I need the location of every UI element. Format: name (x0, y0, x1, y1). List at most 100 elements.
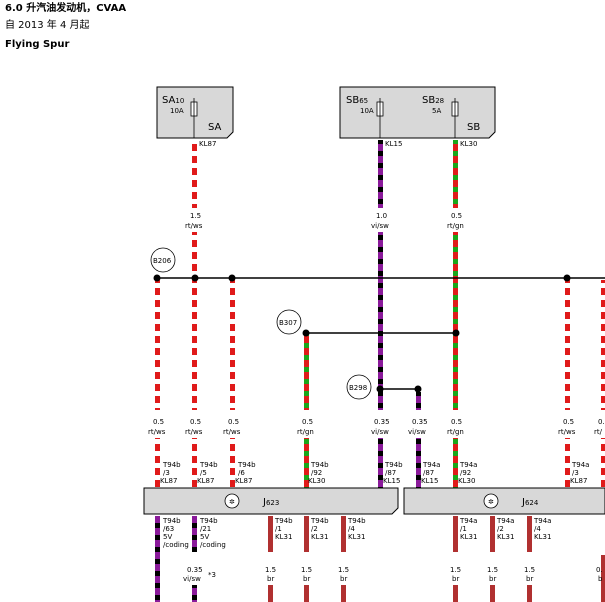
svg-text:/92: /92 (460, 469, 471, 477)
svg-text:br: br (267, 575, 274, 583)
svg-text:/3: /3 (163, 469, 170, 477)
svg-text:/5: /5 (200, 469, 207, 477)
svg-text:0.5: 0.5 (563, 418, 574, 426)
svg-text:KL30: KL30 (308, 477, 325, 485)
svg-text:/6: /6 (238, 469, 245, 477)
wire-mid-5 (378, 392, 383, 410)
ecu-j623: ✲ J623 (143, 487, 399, 515)
svg-text:0.5: 0.5 (451, 418, 462, 426)
wire-bottom-2 (192, 516, 197, 552)
fuse-box-sa: SA10 10A SA KL87 (156, 86, 234, 148)
svg-text:/2: /2 (497, 525, 504, 533)
svg-text:KL87: KL87 (160, 477, 177, 485)
wire-sa-out (192, 140, 197, 208)
fuse-sa10-label: SA10 (162, 95, 184, 106)
sb65-terminal-label: KL15 (385, 140, 402, 148)
svg-text:br: br (489, 575, 496, 583)
svg-text:T94a: T94a (459, 461, 477, 469)
svg-text:1.5: 1.5 (450, 566, 461, 574)
svg-text:T94b: T94b (274, 517, 293, 525)
upper-wire-1-color: rt/ws (185, 222, 203, 230)
mid-wire-labels: 0.5rt/ws 0.5rt/ws 0.5rt/ws 0.5rt/gn 0.35… (148, 418, 605, 436)
upper-wire-1-size: 1.5 (190, 212, 201, 220)
svg-text:/2: /2 (311, 525, 318, 533)
svg-text:br: br (340, 575, 347, 583)
svg-text:KL30: KL30 (458, 477, 475, 485)
fuse-box-sb-label: SB (467, 122, 480, 133)
wire-bottom-3 (268, 516, 273, 552)
svg-text:B298: B298 (349, 384, 367, 392)
fuse-sb65-amp: 10A (360, 107, 374, 115)
fuse-sb65-label: SB65 (346, 95, 368, 106)
svg-text:T94a: T94a (459, 517, 477, 525)
svg-text:B206: B206 (153, 257, 172, 265)
svg-text:1.5: 1.5 (265, 566, 276, 574)
svg-text:/92: /92 (311, 469, 322, 477)
svg-text:KL31: KL31 (311, 533, 328, 541)
svg-text:/coding: /coding (163, 541, 189, 549)
svg-text:/21: /21 (200, 525, 211, 533)
upper-wire-2-size: 1.0 (376, 212, 387, 220)
svg-text:rt/: rt/ (594, 428, 603, 436)
svg-text:T94b: T94b (237, 461, 256, 469)
svg-text:T94b: T94b (310, 517, 329, 525)
svg-text:✲: ✲ (229, 498, 235, 506)
svg-text:br: br (303, 575, 310, 583)
svg-text:/4: /4 (534, 525, 541, 533)
svg-text:KL87: KL87 (570, 477, 587, 485)
svg-text:T94b: T94b (384, 461, 403, 469)
sb28-terminal-label: KL30 (460, 140, 477, 148)
fuse-box-sa-label: SA (208, 122, 222, 133)
svg-text:br: br (452, 575, 459, 583)
svg-text:vi/sw: vi/sw (183, 575, 201, 583)
wire-bottom-4 (304, 516, 309, 552)
svg-text:/1: /1 (460, 525, 467, 533)
svg-text:T94b: T94b (199, 461, 218, 469)
svg-text:/63: /63 (163, 525, 174, 533)
splice-b298: B298 (346, 374, 372, 400)
svg-text:0.35: 0.35 (412, 418, 428, 426)
wire-mid-2 (192, 280, 197, 410)
upper-wire-2-color: vi/sw (371, 222, 389, 230)
wire-mid-4 (304, 335, 309, 410)
fuse-box-sb: SB65 10A SB28 5A SB KL15 KL30 (339, 86, 496, 148)
svg-text:0.35: 0.35 (374, 418, 390, 426)
fuse-sa10-amp: 10A (170, 107, 184, 115)
svg-text:1.5: 1.5 (487, 566, 498, 574)
svg-text:0.: 0. (596, 566, 603, 574)
wire-sa-to-bus (192, 232, 197, 278)
wire-mid-8 (565, 280, 570, 410)
wire-bottom-7 (490, 516, 495, 552)
ecu-j623-label: J623 (262, 497, 279, 508)
svg-text:rt/ws: rt/ws (148, 428, 166, 436)
svg-text:0.5: 0.5 (190, 418, 201, 426)
svg-text:T94a: T94a (422, 461, 440, 469)
svg-text:/87: /87 (385, 469, 396, 477)
splice-b307: B307 (276, 309, 302, 335)
wire-sb65-out (378, 140, 383, 208)
ecu-icon (483, 493, 499, 509)
svg-text:KL31: KL31 (460, 533, 477, 541)
svg-text:0.5: 0.5 (153, 418, 164, 426)
ecu-j624: ✲ J624 (403, 487, 605, 515)
svg-text:0.: 0. (598, 418, 605, 426)
svg-text:/coding: /coding (200, 541, 226, 549)
svg-text:rt/gn: rt/gn (447, 428, 464, 436)
wire-bottom-9 (601, 555, 605, 602)
svg-text:rt/gn: rt/gn (297, 428, 314, 436)
ecu-icon (224, 493, 240, 509)
diagram-model: Flying Spur (5, 39, 70, 50)
svg-text:B307: B307 (279, 319, 297, 327)
wire-mid-6 (416, 392, 421, 410)
svg-text:T94a: T94a (533, 517, 551, 525)
svg-text:br: br (526, 575, 533, 583)
wire-kl30-trunk (453, 232, 458, 410)
svg-text:vi/sw: vi/sw (371, 428, 389, 436)
splice-b206: B206 (150, 247, 176, 273)
wire-kl15-trunk (378, 232, 383, 392)
svg-text:T94a: T94a (571, 461, 589, 469)
wire-mid-9 (601, 280, 605, 410)
fuse-sb28-label: SB28 (422, 95, 444, 106)
svg-text:/3: /3 (572, 469, 579, 477)
